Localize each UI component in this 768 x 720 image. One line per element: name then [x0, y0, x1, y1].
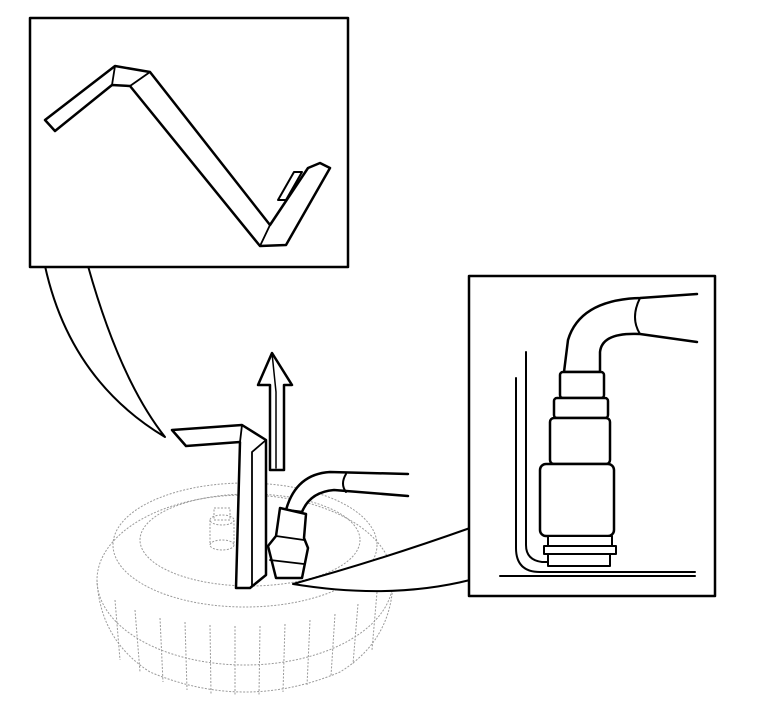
bracket-tool-large — [43, 64, 332, 248]
spark-plug-boot — [266, 506, 310, 580]
ignition-wire-detail — [562, 292, 699, 374]
removal-arrow-icon — [256, 351, 294, 472]
bracket-tool-installed — [170, 423, 268, 590]
ignition-wire — [284, 470, 410, 514]
head-stud — [209, 507, 235, 551]
bracket-detail-inset — [28, 16, 350, 438]
spark-plug-boot-detail — [538, 370, 617, 567]
plug-detail-inset — [292, 274, 717, 598]
